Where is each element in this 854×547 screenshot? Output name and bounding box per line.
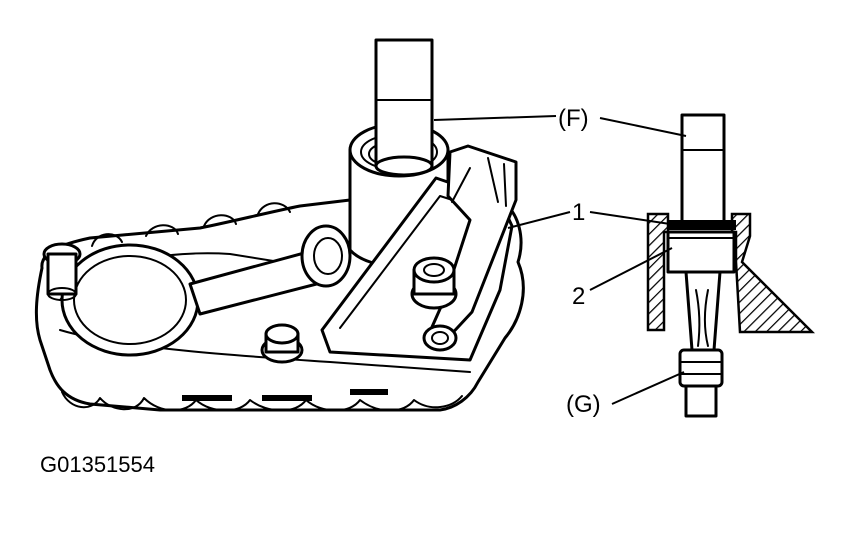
housing-stud [260,323,304,364]
leader-lines [433,115,687,405]
bushing-section [666,230,736,274]
side-port [300,224,352,288]
round-cover [60,243,200,357]
installer-tool-f [374,38,434,177]
bracket-bolt [410,256,458,310]
housing-wall-left [646,212,670,332]
housing-assembly [34,38,525,412]
leader-2 [589,247,673,291]
callout-tool-g: (G) [566,391,601,418]
leader-1-left [507,211,571,229]
leader-1-right [589,211,671,225]
callout-tool-f: (F) [558,105,589,132]
housing-bottom-flange [61,391,463,412]
figure-id: G01351554 [40,452,155,477]
filler-plug [42,242,82,301]
tool-g-section [678,270,724,418]
section-detail [646,113,816,418]
tool-f-section [680,113,726,225]
oil-seal-section [668,220,736,230]
leader-f-right [599,117,687,137]
round-cover-inner [73,255,187,345]
leader-g [611,371,685,405]
callout-part-1: 1 [572,199,585,226]
housing-wall-right [730,212,816,334]
leader-f-left [433,115,557,121]
housing-top-flange [91,202,291,247]
lever-pivot [422,324,458,352]
callout-part-2: 2 [572,283,585,310]
